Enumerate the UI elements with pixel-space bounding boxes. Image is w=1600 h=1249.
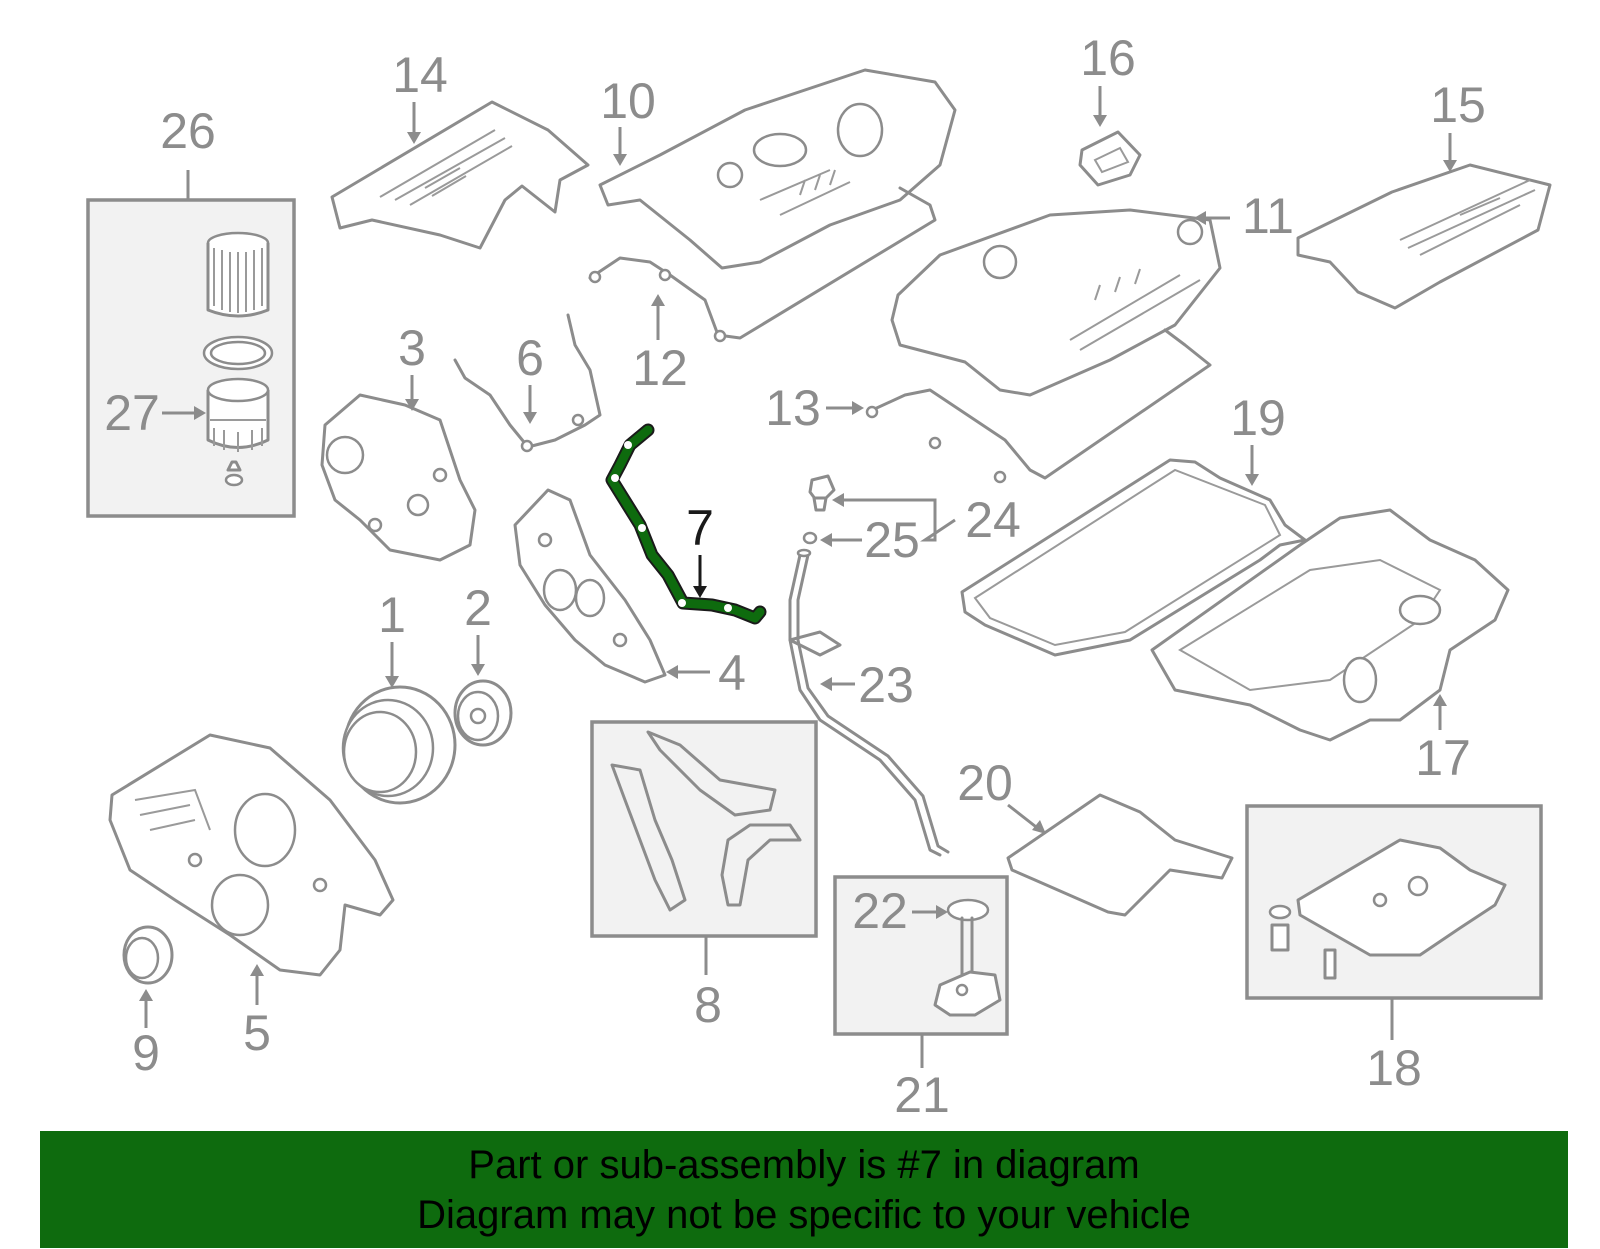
callout-7: 7 (686, 500, 714, 556)
callout-21: 21 (894, 1067, 950, 1123)
callout-13: 13 (765, 380, 821, 436)
callout-5: 5 (243, 1005, 271, 1061)
banner-line-part: Part or sub-assembly is #7 in diagram (468, 1142, 1140, 1187)
callout-20: 20 (957, 755, 1013, 811)
callout-9: 9 (132, 1025, 160, 1081)
part-7-gasket-highlighted[interactable] (605, 423, 767, 625)
part-25-seal[interactable] (802, 531, 818, 545)
part-6-gasket[interactable] (453, 313, 602, 453)
callout-26: 26 (160, 103, 216, 159)
part-24-sensor[interactable] (808, 474, 836, 512)
part-11-valve-cover[interactable] (890, 208, 1222, 397)
part-13-valve-cover-gasket[interactable] (865, 328, 1212, 484)
part-14-engine-cover[interactable] (330, 100, 590, 250)
part-4-timing-cover[interactable] (513, 488, 667, 684)
part-12-valve-cover-gasket[interactable] (588, 186, 937, 343)
part-1-pulley[interactable] (341, 685, 457, 805)
callout-6: 6 (516, 330, 544, 386)
part-5-front-cover[interactable] (108, 733, 395, 977)
callout-1: 1 (378, 587, 406, 643)
callout-3: 3 (398, 320, 426, 376)
callout-14: 14 (392, 47, 448, 103)
callout-15: 15 (1430, 77, 1486, 133)
callout-24: 24 (965, 492, 1021, 548)
part-3-timing-cover[interactable] (320, 393, 477, 562)
part-20-gasket[interactable] (1006, 793, 1234, 917)
callout-16: 16 (1080, 30, 1136, 86)
info-banner: Part or sub-assembly is #7 in diagram Di… (40, 1131, 1568, 1248)
part-8-gasket-set[interactable] (590, 720, 818, 938)
part-9-seal[interactable] (122, 925, 174, 985)
callout-4: 4 (718, 645, 746, 701)
part-19-oil-pan-gasket[interactable] (960, 458, 1307, 657)
part-17-oil-pan[interactable] (1150, 508, 1510, 742)
callout-19: 19 (1230, 390, 1286, 446)
banner-line-disclaimer: Diagram may not be specific to your vehi… (417, 1192, 1191, 1237)
part-15-engine-cover[interactable] (1296, 163, 1552, 310)
callout-12: 12 (632, 340, 688, 396)
callout-25: 25 (864, 512, 920, 568)
part-26-oil-filter-kit[interactable] (86, 170, 296, 518)
callout-8: 8 (694, 977, 722, 1033)
part-16-cap[interactable] (1078, 130, 1142, 187)
callout-17: 17 (1415, 730, 1471, 786)
part-23-dipstick-tube[interactable] (788, 548, 950, 857)
part-10-valve-cover[interactable] (598, 68, 957, 270)
callout-23: 23 (858, 657, 914, 713)
part-2-hub[interactable] (453, 679, 513, 747)
callout-10: 10 (600, 73, 656, 129)
callout-11: 11 (1242, 188, 1294, 244)
callout-22: 22 (852, 883, 908, 939)
callout-2: 2 (464, 580, 492, 636)
part-18-oil-pan-kit[interactable] (1245, 804, 1543, 1000)
part-21-oil-pump-pickup[interactable] (833, 875, 1009, 1036)
callout-18: 18 (1366, 1040, 1422, 1096)
callout-27: 27 (104, 385, 160, 441)
